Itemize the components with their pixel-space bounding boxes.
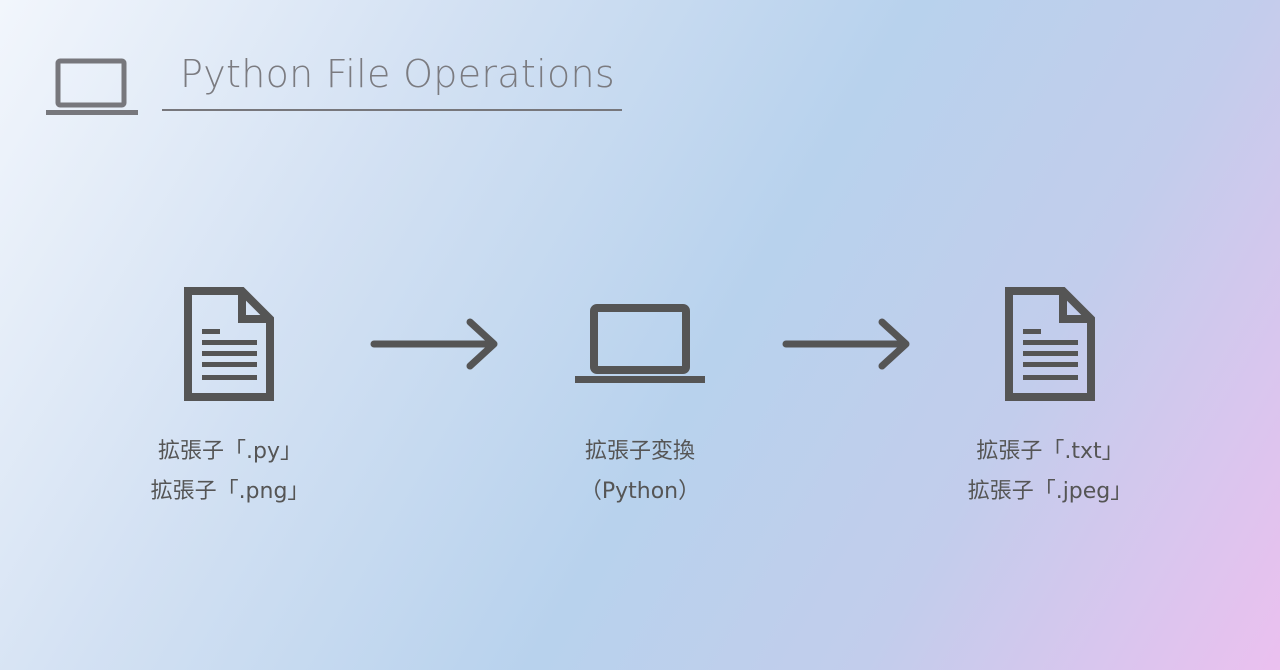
process-name: 拡張子変換 xyxy=(584,439,695,464)
source-label: 拡張子「.py」 拡張子「.png」 xyxy=(100,432,360,512)
title-underline xyxy=(162,109,622,111)
laptop-icon xyxy=(46,58,138,115)
laptop-icon xyxy=(575,304,705,383)
source-ext-1: 拡張子「.py」 xyxy=(158,439,302,464)
process-label: 拡張子変換 （Python） xyxy=(510,432,770,512)
source-ext-2: 拡張子「.png」 xyxy=(150,479,310,504)
arrow-right-icon xyxy=(370,318,498,370)
target-ext-2: 拡張子「.jpeg」 xyxy=(967,479,1133,504)
target-ext-1: 拡張子「.txt」 xyxy=(976,439,1124,464)
page-title: Python File Operations xyxy=(180,52,615,96)
arrow-right-icon xyxy=(782,318,910,370)
document-icon xyxy=(184,287,274,401)
target-label: 拡張子「.txt」 拡張子「.jpeg」 xyxy=(920,432,1180,512)
document-icon xyxy=(1005,287,1095,401)
process-tool: （Python） xyxy=(579,479,701,504)
